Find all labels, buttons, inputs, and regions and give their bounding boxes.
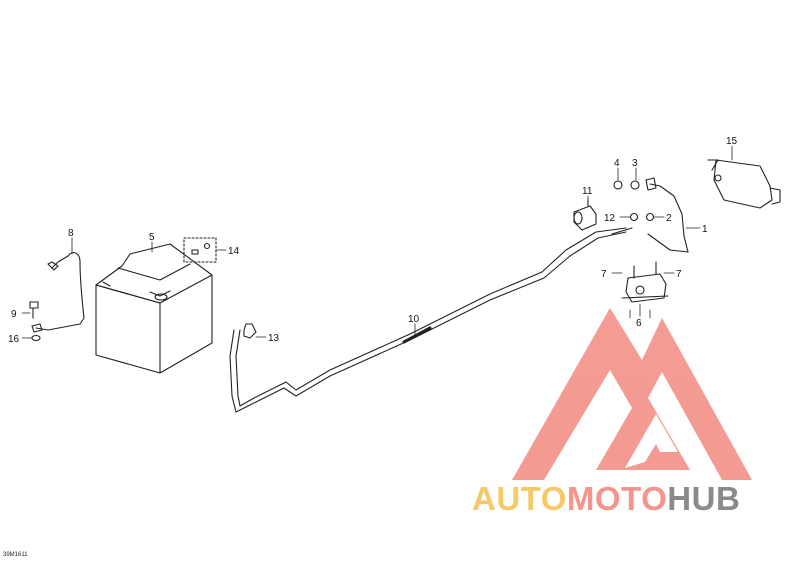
callout-15: 15 [726,136,738,147]
callout-16: 16 [8,334,20,345]
callout-labels: 1 2 3 4 5 6 7 7 8 9 10 11 12 13 14 15 16 [8,136,738,345]
positive-cable [229,227,633,413]
starter-cable [645,177,689,253]
callout-8: 8 [68,228,74,239]
nut-3 [630,180,640,190]
watermark-logo [512,308,752,480]
negative-cable [31,252,85,333]
callout-5: 5 [149,232,155,243]
callout-6: 6 [636,318,642,329]
nut-12 [629,212,639,222]
callout-13: 13 [268,333,280,344]
terminal-boot-11 [573,199,597,231]
watermark-wordmark: AUTOMOTOHUB [472,482,740,515]
screw-9 [29,301,39,319]
callout-4: 4 [614,158,620,169]
callout-7b: 7 [676,269,682,280]
starter-solenoid [621,261,669,303]
leader-lines [21,145,733,339]
callout-7a: 7 [601,269,607,280]
battery [95,243,213,374]
callout-10: 10 [408,314,420,325]
callout-9: 9 [11,309,17,320]
washer-16 [31,334,41,342]
callout-14: 14 [228,246,240,257]
starter-motor [707,159,781,209]
callout-3: 3 [632,158,638,169]
nut-2 [645,212,655,222]
callout-12: 12 [604,213,616,224]
callout-1: 1 [702,224,708,235]
wordmark-moto: MOTO [566,480,668,517]
callout-2: 2 [666,213,672,224]
terminal-boot-13 [243,323,257,339]
callout-11: 11 [582,186,593,197]
wordmark-hub: HUB [667,480,741,517]
wordmark-auto: AUTO [472,480,567,517]
drawing-code: 39M1611 [3,552,28,558]
nut-4 [613,180,623,190]
